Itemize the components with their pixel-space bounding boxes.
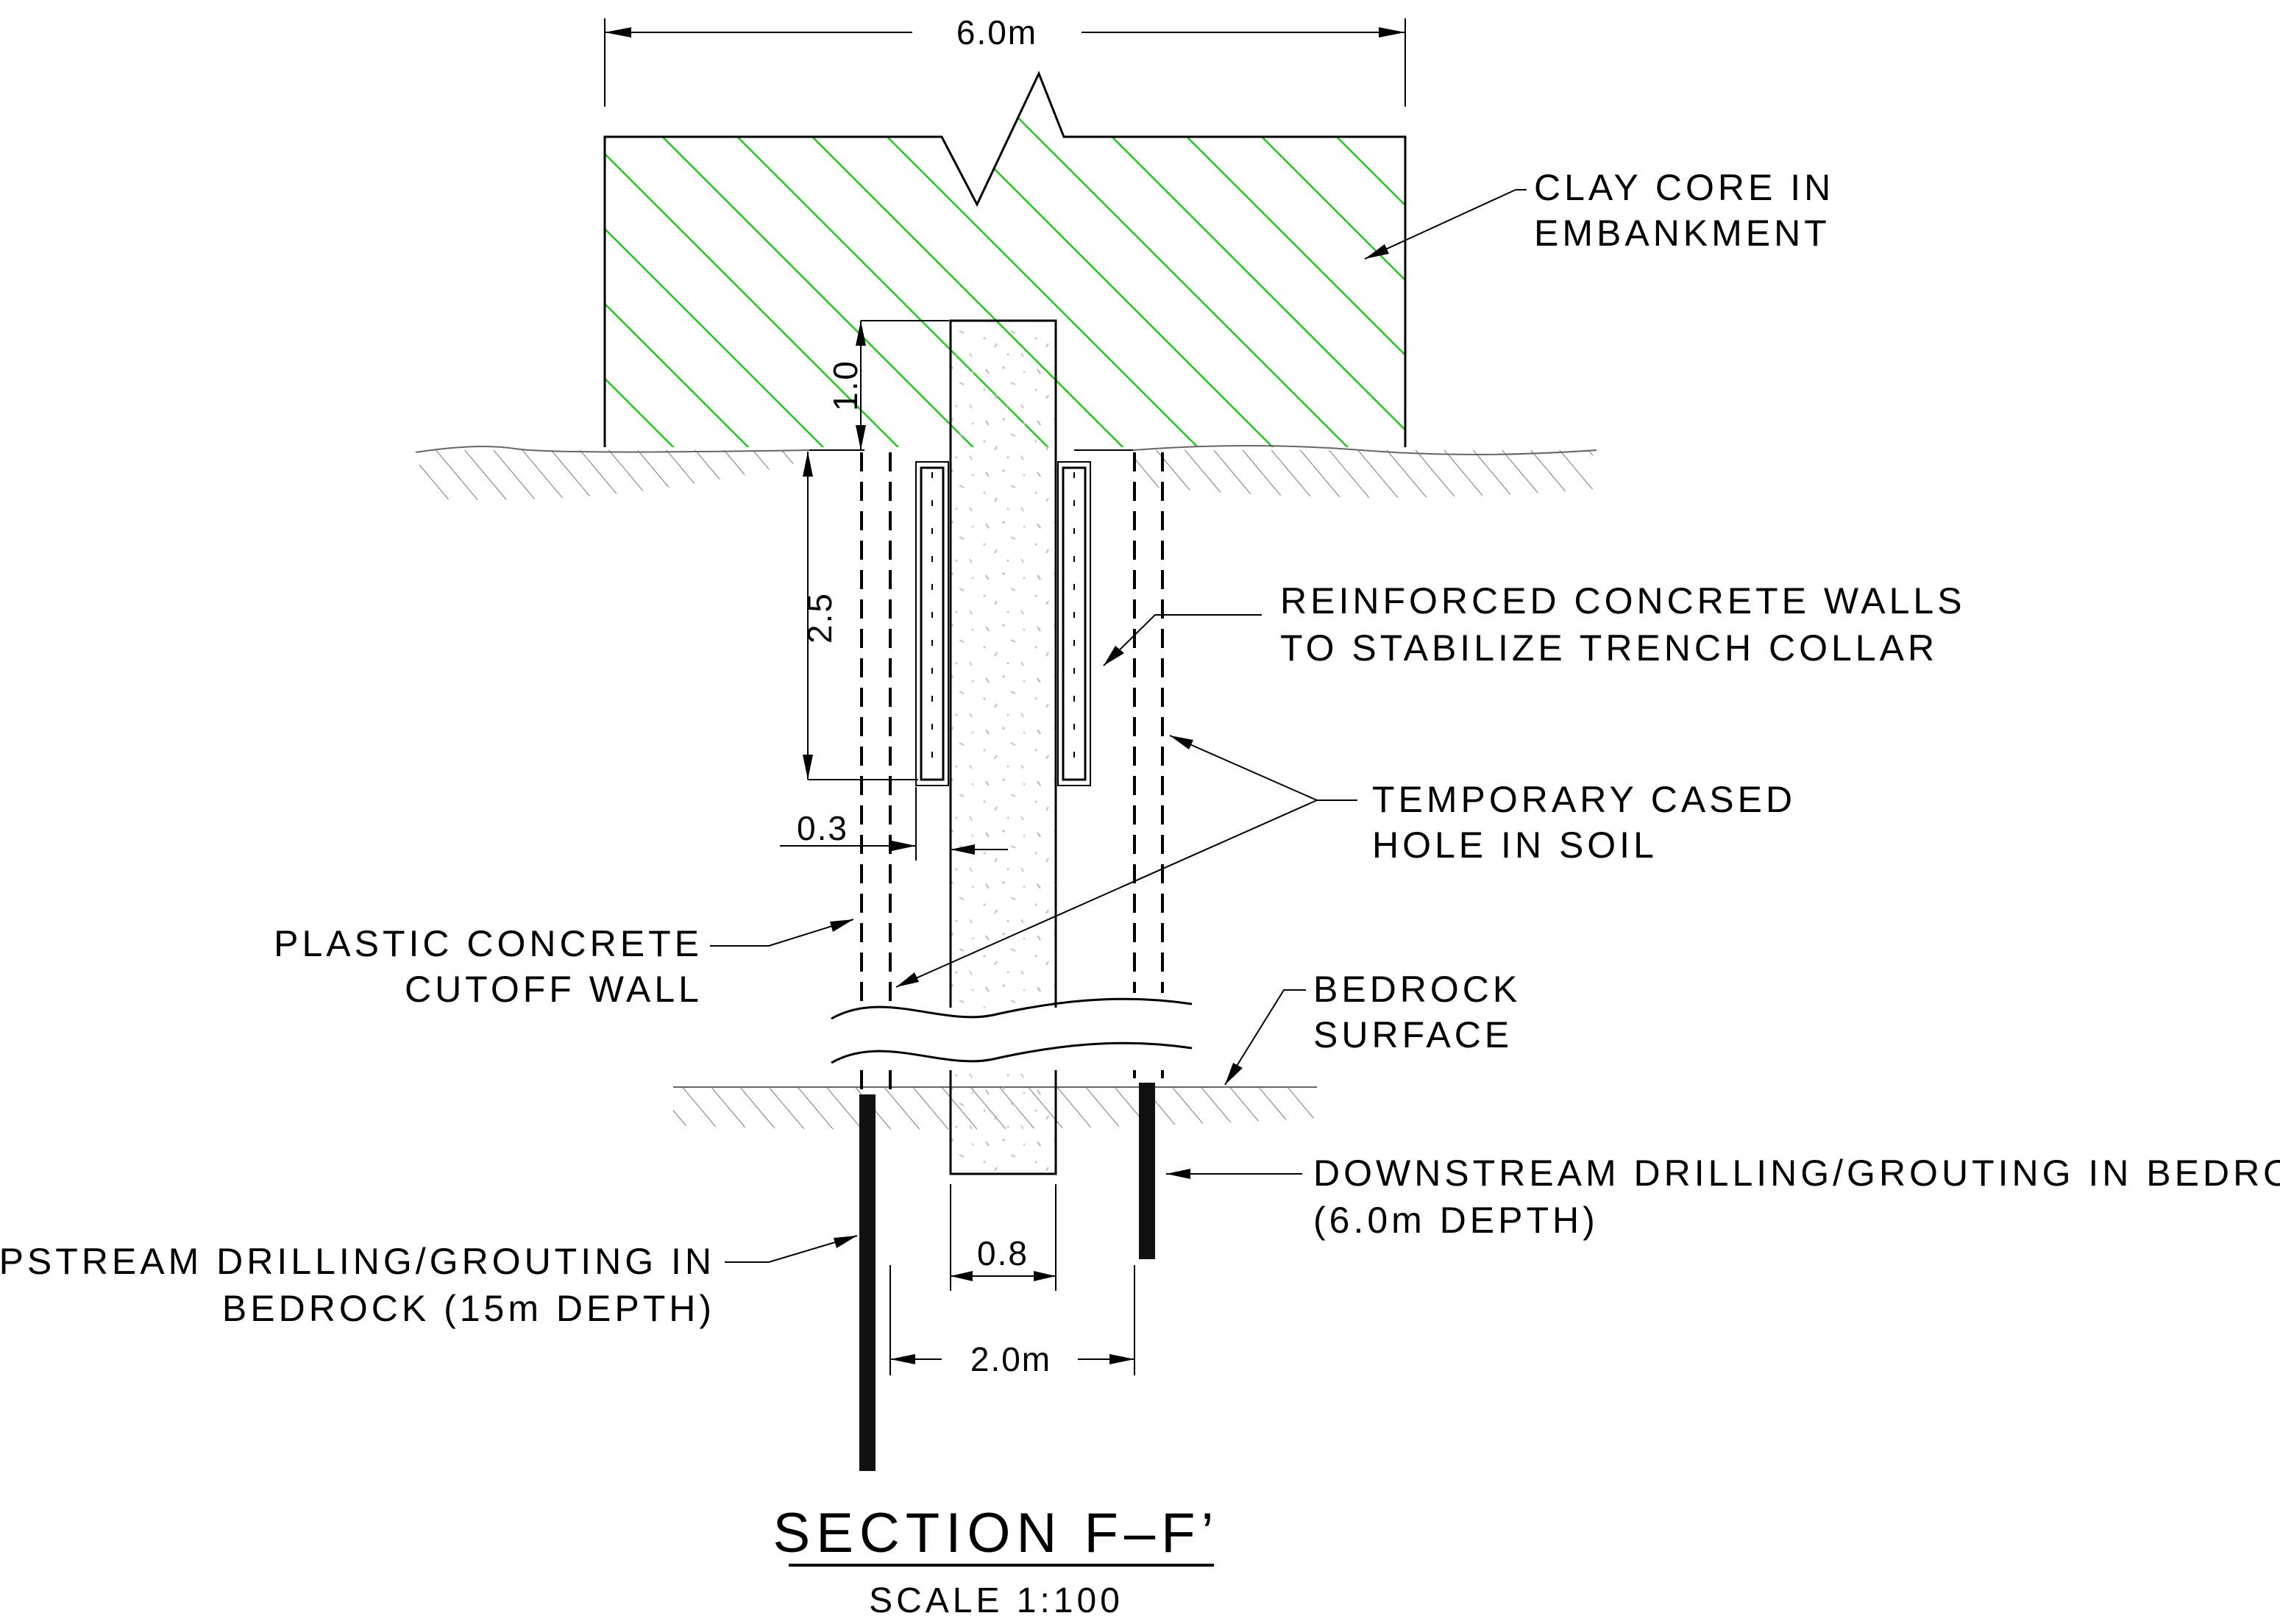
label-bedrock: BEDROCK SURFACE: [1313, 969, 1521, 1055]
dimension-collar-height: 1.0: [826, 320, 949, 450]
temporary-cased-hole-downstream: [1133, 452, 1164, 1081]
label-upstream: UPSTREAM DRILLING/GROUTING IN BEDROCK (1…: [0, 1241, 715, 1329]
label-bedrock-line1: BEDROCK: [1313, 969, 1521, 1010]
dim-top-width: 6.0m: [956, 13, 1037, 51]
temporary-cased-hole-upstream: [860, 452, 892, 1092]
reinforced-collar-wall-left: [915, 461, 949, 786]
leader-plastic: [710, 919, 854, 947]
dim-hole-spacing: 2.0m: [970, 1340, 1051, 1378]
dim-collar-height: 1.0: [826, 360, 864, 411]
leader-temporary-downstream: [1169, 735, 1357, 801]
dim-wall-gap: 0.3: [797, 809, 848, 847]
label-reinforced: REINFORCED CONCRETE WALLS TO STABILIZE T…: [1280, 580, 1966, 669]
clay-core-embankment: [603, 71, 1407, 447]
label-downstream: DOWNSTREAM DRILLING/GROUTING IN BEDROCK …: [1313, 1153, 2280, 1241]
label-downstream-line1: DOWNSTREAM DRILLING/GROUTING IN BEDROCK: [1313, 1153, 2280, 1194]
downstream-grout-hole: [1139, 1083, 1155, 1259]
label-downstream-line2: (6.0m DEPTH): [1313, 1200, 1599, 1241]
section-title-block: SECTION F–F’ SCALE 1:100: [773, 1502, 1220, 1620]
leader-bedrock: [1224, 989, 1306, 1086]
dimension-wall-width: 0.8: [950, 1184, 1056, 1291]
ground-surface: [415, 445, 1597, 500]
reinforced-collar-wall-right: [1057, 461, 1091, 786]
label-reinforced-line1: REINFORCED CONCRETE WALLS: [1280, 580, 1966, 622]
label-plastic: PLASTIC CONCRETE CUTOFF WALL: [274, 923, 703, 1010]
label-plastic-line2: CUTOFF WALL: [405, 969, 703, 1010]
label-temporary: TEMPORARY CASED HOLE IN SOIL: [1372, 779, 1796, 866]
leader-reinforced: [1103, 614, 1262, 666]
break-line: [824, 997, 1207, 1070]
leader-temporary-upstream: [895, 799, 1318, 988]
grout-holes: [859, 1083, 1155, 1471]
label-clay-core: CLAY CORE IN EMBANKMENT: [1534, 167, 1834, 254]
label-clay-core-line1: CLAY CORE IN: [1534, 167, 1834, 208]
label-upstream-line2: BEDROCK (15m DEPTH): [222, 1288, 715, 1329]
dimension-wall-gap: 0.3: [780, 787, 1008, 861]
dimension-top-width: 6.0m: [604, 13, 1406, 107]
label-plastic-line1: PLASTIC CONCRETE: [274, 923, 703, 964]
dim-wall-width: 0.8: [977, 1234, 1029, 1272]
label-clay-core-line2: EMBANKMENT: [1534, 213, 1830, 254]
label-temporary-line1: TEMPORARY CASED: [1372, 779, 1796, 820]
label-reinforced-line2: TO STABILIZE TRENCH COLLAR: [1280, 627, 1938, 669]
section-title: SECTION F–F’: [773, 1502, 1220, 1564]
label-upstream-line1: UPSTREAM DRILLING/GROUTING IN: [0, 1241, 715, 1282]
dim-trench-depth: 2.5: [800, 592, 839, 644]
label-bedrock-line2: SURFACE: [1313, 1014, 1513, 1055]
dimension-hole-spacing: 2.0m: [889, 1265, 1135, 1378]
dimension-trench-depth: 2.5: [800, 452, 918, 780]
leader-clay-core: [1364, 189, 1516, 260]
section-scale: SCALE 1:100: [869, 1581, 1123, 1620]
label-temporary-line2: HOLE IN SOIL: [1372, 825, 1658, 866]
upstream-grout-hole: [859, 1094, 876, 1471]
leader-upstream: [725, 1235, 858, 1263]
leaders: [710, 189, 1527, 1263]
